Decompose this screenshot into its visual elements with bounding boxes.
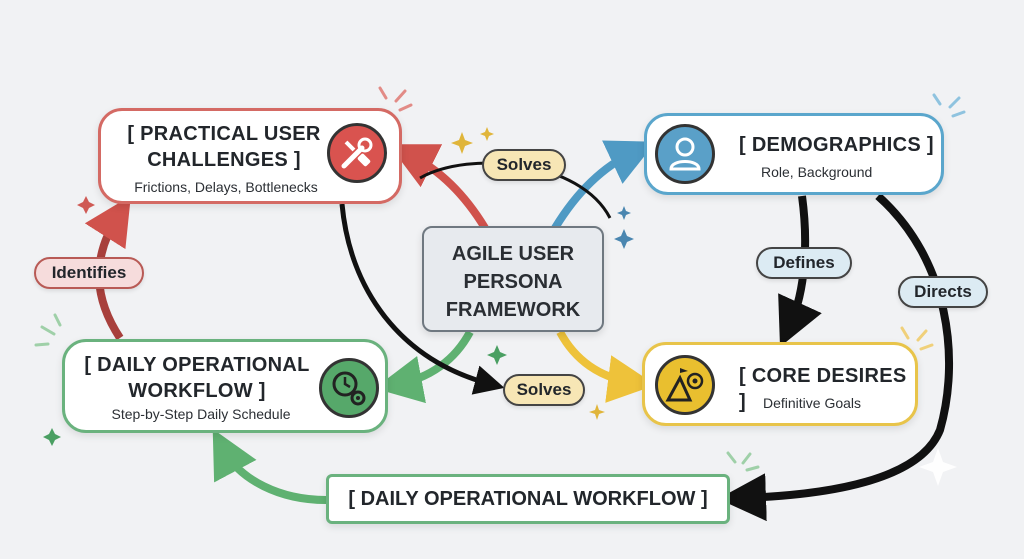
label-identifies: Identifies [34, 257, 144, 289]
demographics-subtitle: Role, Background [761, 164, 873, 180]
accent-lines-red [378, 86, 413, 112]
workflow-title: [ DAILY OPERATIONAL WORKFLOW ] [84, 354, 310, 402]
desires-title: [ CORE DESIRES ] [739, 365, 907, 413]
desires-subtitle: Definitive Goals [763, 395, 862, 411]
arrow-bottom-to-workflow [212, 428, 327, 504]
arrow-challenges-to-solves [339, 203, 505, 395]
workflow-subtitle: Step-by-Step Daily Schedule [111, 406, 291, 422]
label-solves-bottom: Solves [503, 374, 585, 406]
node-agile-user-persona-framework[interactable]: AGILE USER PERSONA FRAMEWORK [422, 226, 604, 332]
sparkle-decor-red [77, 196, 95, 214]
sparkle-decor-blue [614, 206, 634, 249]
accent-lines-green [34, 313, 760, 472]
label-defines: Defines [756, 247, 852, 279]
arrow-demographics-to-bottom [718, 193, 954, 522]
arrow-center-to-desires [556, 330, 656, 403]
demographics-title: [ DEMOGRAPHICS ] [739, 134, 934, 156]
sparkle-decor-white [919, 448, 957, 486]
sparkle-decor [451, 127, 605, 420]
accent-lines-blue [932, 93, 966, 118]
label-solves-top: Solves [482, 149, 566, 181]
center-title: AGILE USER PERSONA FRAMEWORK [445, 243, 581, 321]
node-practical-user-challenges[interactable]: [ PRACTICAL USER CHALLENGES ] Frictions,… [98, 108, 402, 204]
node-core-desires[interactable]: [ CORE DESIRES ] Definitive Goals [642, 342, 918, 426]
bottom-title: [ DAILY OPERATIONAL WORKFLOW ] [348, 488, 708, 510]
challenges-subtitle: Frictions, Delays, Bottlenecks [134, 179, 318, 195]
arrow-center-to-demographics [551, 140, 656, 231]
mountain-target-icon [655, 355, 715, 415]
challenges-title: [ PRACTICAL USER CHALLENGES ] [127, 123, 321, 171]
arrow-center-to-challenges [388, 144, 489, 231]
user-icon [655, 124, 715, 184]
sparkle-decor-green [43, 345, 507, 446]
label-directs: Directs [898, 276, 988, 308]
node-daily-operational-workflow[interactable]: [ DAILY OPERATIONAL WORKFLOW ] Step-by-S… [62, 339, 388, 433]
tools-icon [327, 123, 387, 183]
accent-lines-yellow [900, 326, 934, 351]
node-daily-operational-workflow-bottom[interactable]: [ DAILY OPERATIONAL WORKFLOW ] [326, 474, 730, 524]
clock-gear-icon [319, 358, 379, 418]
node-demographics[interactable]: [ DEMOGRAPHICS ] Role, Background [644, 113, 944, 195]
